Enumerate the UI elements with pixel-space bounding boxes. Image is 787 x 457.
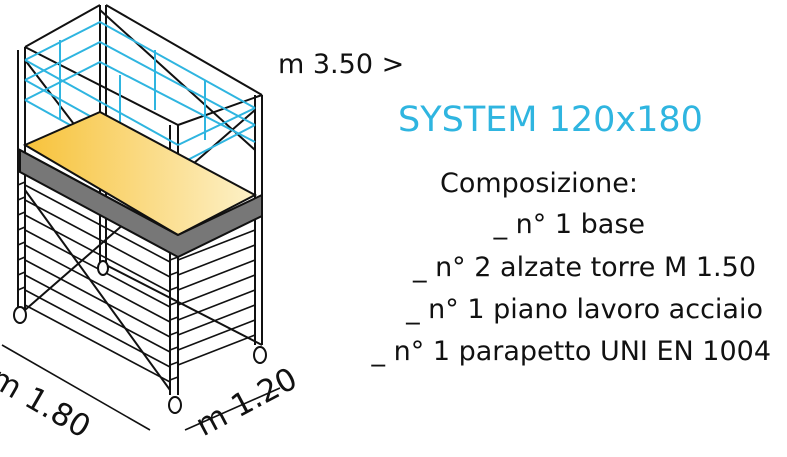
composition-item: _ n° 1 piano lavoro acciaio xyxy=(406,294,763,325)
composition-item: _ n° 2 alzate torre M 1.50 xyxy=(412,252,756,283)
ladder-rungs xyxy=(17,181,256,383)
composition-heading: Composizione: xyxy=(440,168,638,199)
work-platform xyxy=(19,110,263,259)
dimension-lines xyxy=(1,344,281,431)
system-title: SYSTEM 120x180 xyxy=(398,100,703,140)
composition-item: _ n° 1 base xyxy=(493,209,645,240)
height-label: m 3.50 > xyxy=(278,49,405,80)
composition-item: _ n° 1 parapetto UNI EN 1004 xyxy=(371,336,771,367)
caster-wheels xyxy=(13,260,267,414)
